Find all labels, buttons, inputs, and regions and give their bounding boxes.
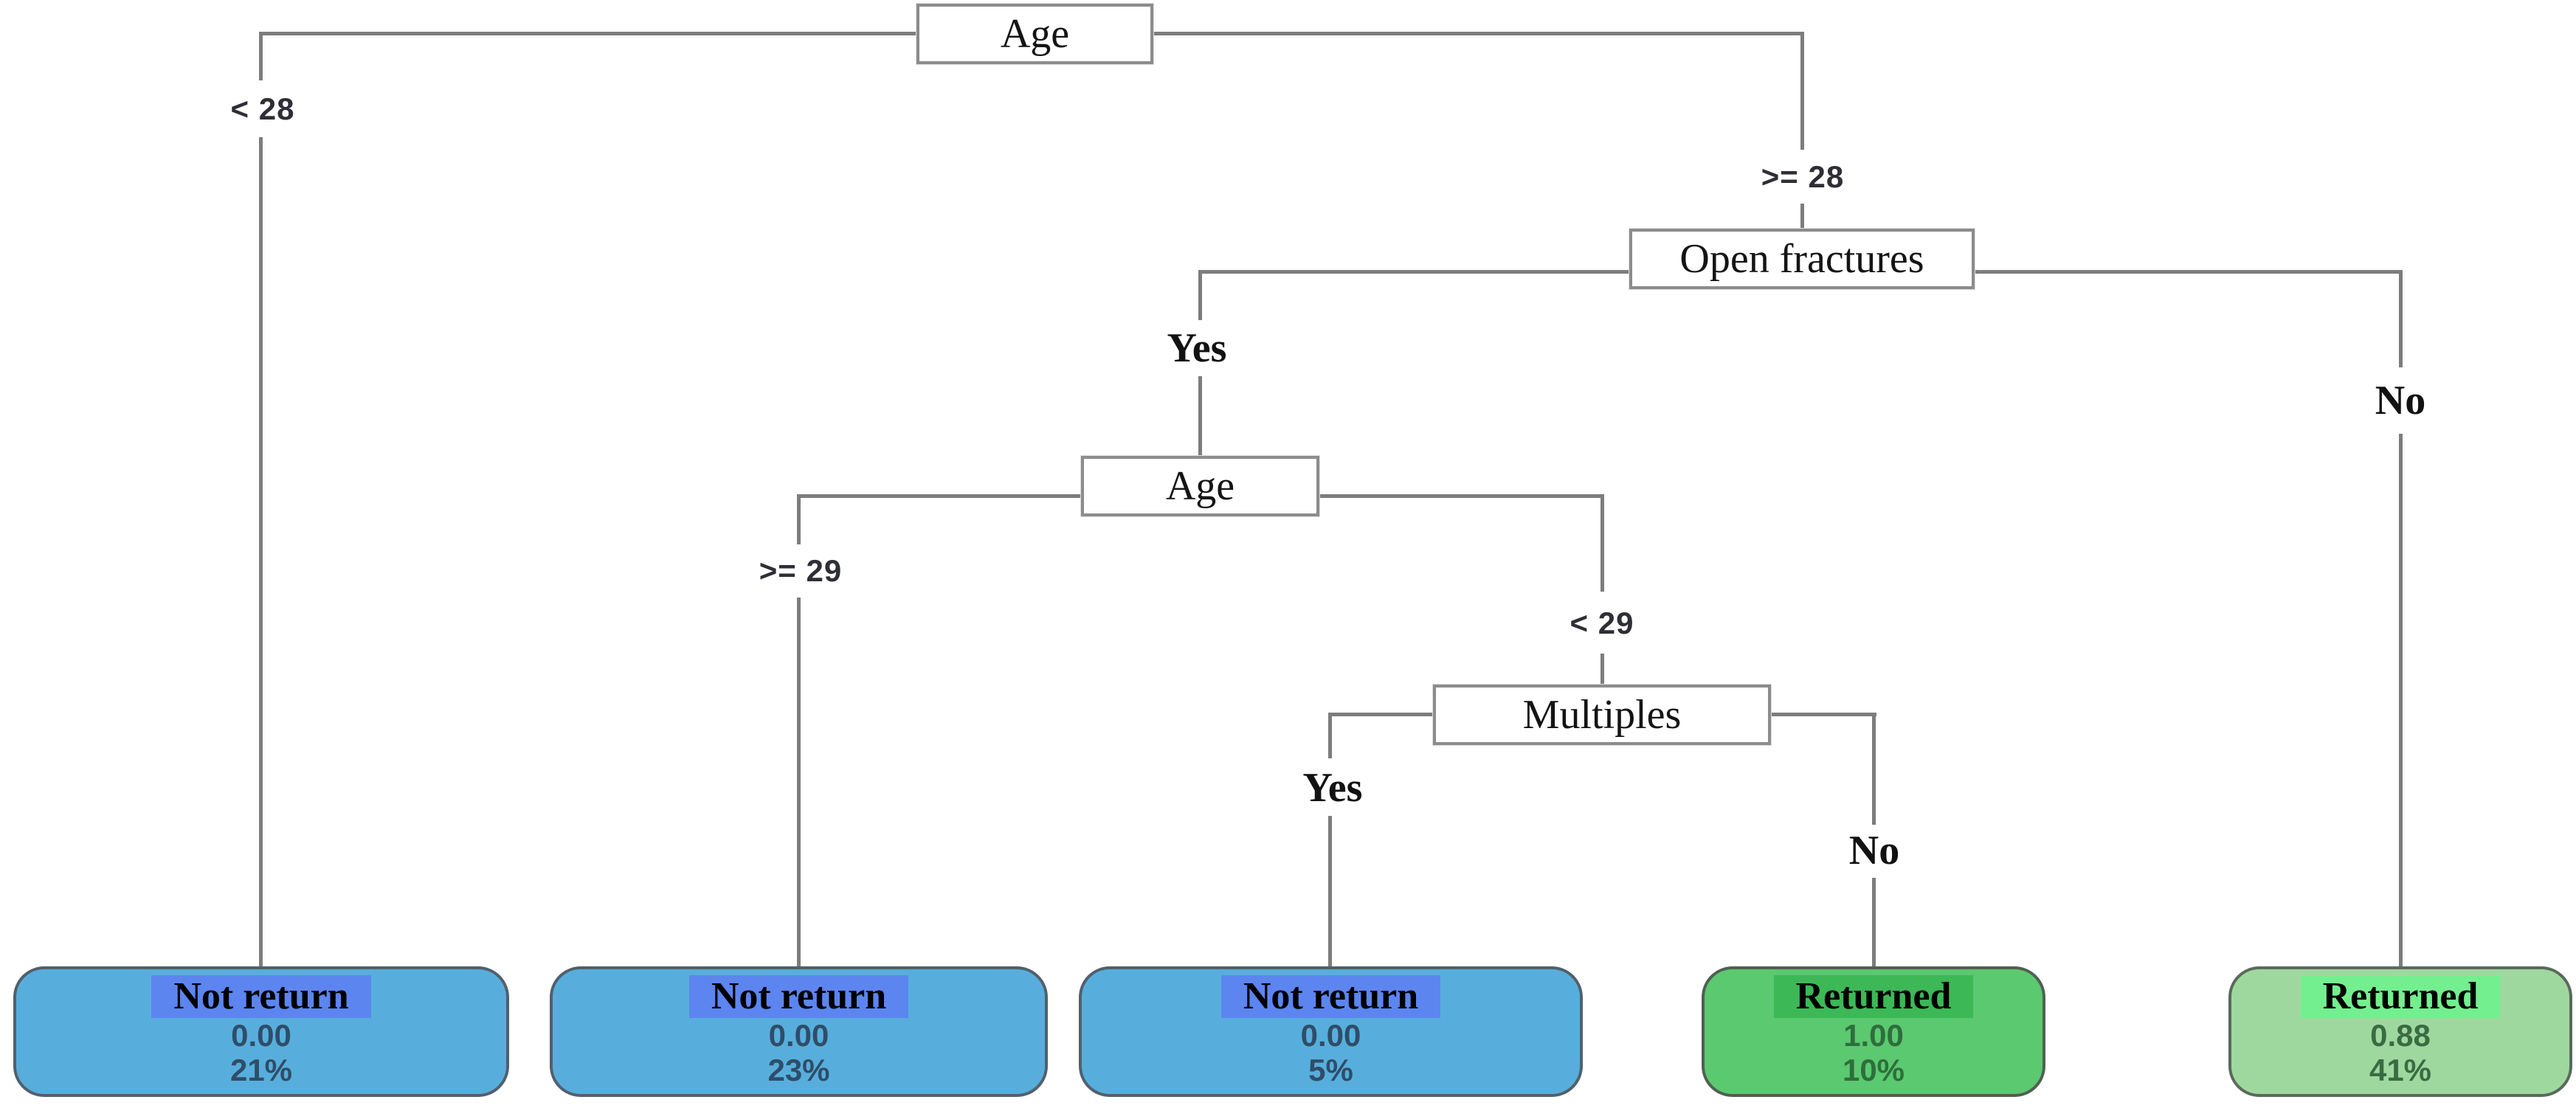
decision-node: Age: [916, 4, 1153, 64]
branch-line: [1872, 878, 1876, 968]
branch-line: [1800, 32, 1804, 150]
branch-line: [1972, 270, 2403, 274]
leaf-percentage: 21%: [229, 1053, 293, 1088]
branch-line: [1600, 494, 1604, 592]
leaf-class-label: Not return: [1220, 975, 1441, 1018]
branch-line: [1198, 270, 1631, 274]
leaf-class-label: Not return: [151, 975, 371, 1018]
branch-line: [2399, 434, 2403, 968]
branch-label: Yes: [1167, 325, 1227, 371]
leaf-percentage: 41%: [2369, 1053, 2432, 1088]
branch-line: [797, 598, 801, 968]
decision-node-label: Multiples: [1522, 692, 1682, 738]
branch-line: [1152, 32, 1804, 35]
leaf-percentage: 5%: [1308, 1053, 1353, 1088]
branch-line: [259, 137, 263, 968]
branch-line: [797, 494, 801, 544]
branch-label: < 28: [230, 91, 295, 126]
decision-node: Open fractures: [1629, 229, 1975, 289]
branch-line: [259, 32, 263, 80]
decision-node-label: Age: [1000, 11, 1070, 57]
leaf-probability-value: 1.00: [1843, 1018, 1904, 1053]
branch-line: [797, 494, 1083, 498]
branch-label: No: [2375, 378, 2426, 423]
branch-label: >= 28: [1761, 159, 1845, 194]
branch-line: [2399, 270, 2403, 367]
leaf-probability-value: 0.00: [1300, 1018, 1361, 1053]
branch-line: [1198, 376, 1202, 457]
branch-line: [1769, 713, 1876, 716]
decision-node-label: Open fractures: [1679, 236, 1924, 282]
branch-label: Yes: [1302, 765, 1363, 811]
decision-node: Multiples: [1433, 685, 1771, 745]
leaf-probability-value: 0.00: [768, 1018, 829, 1053]
leaf-probability-value: 0.88: [2370, 1018, 2431, 1053]
leaf-class-label: Returned: [1773, 975, 1974, 1018]
leaf-probability-value: 0.00: [231, 1018, 291, 1053]
branch-line: [1318, 494, 1604, 498]
decision-node: Age: [1081, 456, 1319, 516]
leaf-percentage: 23%: [767, 1053, 830, 1088]
leaf-class-label: Not return: [688, 975, 909, 1018]
branch-line: [1800, 204, 1804, 230]
branch-line: [1328, 713, 1332, 758]
branch-line: [1198, 270, 1202, 320]
leaf-percentage: 10%: [1842, 1053, 1905, 1088]
branch-label: >= 29: [759, 553, 843, 588]
leaf-class-label: Returned: [2300, 975, 2501, 1018]
decision-node-label: Age: [1165, 463, 1235, 509]
branch-line: [1328, 816, 1332, 968]
branch-line: [1328, 713, 1435, 716]
branch-line: [259, 32, 918, 35]
branch-line: [1872, 713, 1876, 825]
branch-label: < 29: [1570, 606, 1634, 640]
branch-line: [1600, 654, 1604, 688]
branch-label: No: [1848, 828, 1900, 873]
